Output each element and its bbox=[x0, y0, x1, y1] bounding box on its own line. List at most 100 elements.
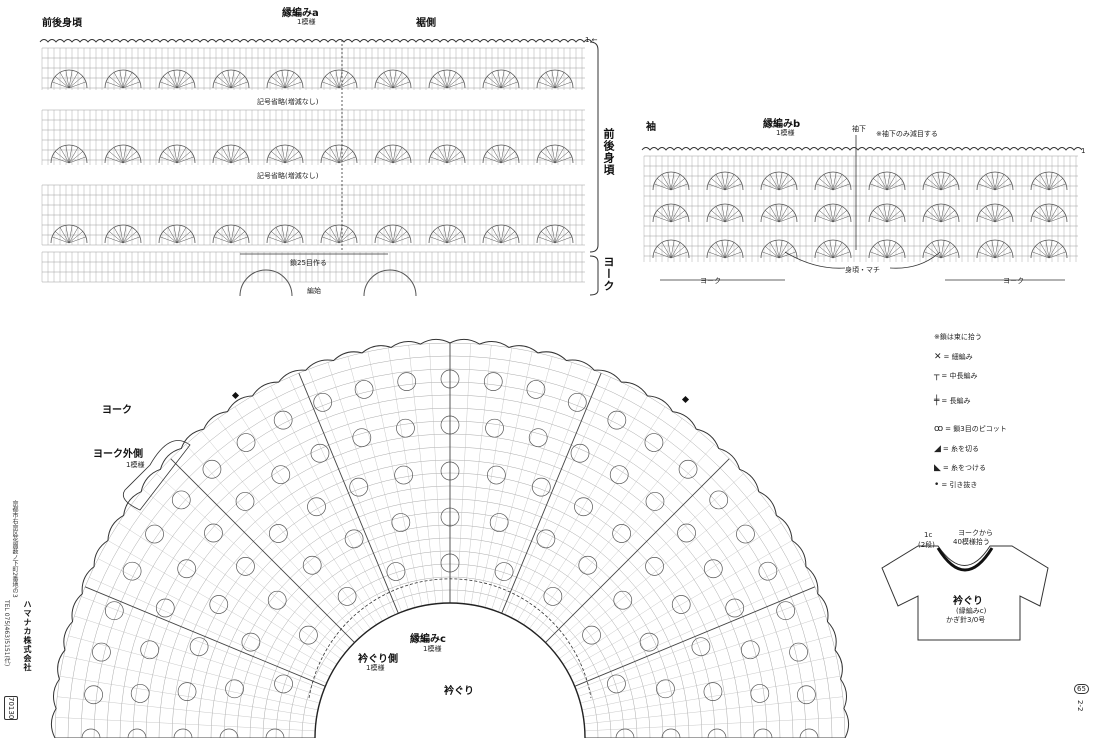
sleeve-row1-fan-ray bbox=[927, 178, 942, 191]
yoke-fan-motif bbox=[352, 428, 372, 448]
sleeve-row-marker: 1 bbox=[1081, 147, 1086, 155]
sleeve-row1-fan-ray bbox=[1045, 172, 1050, 191]
yoke-fan-motif bbox=[241, 632, 261, 652]
body-block2-fan-ray bbox=[176, 145, 181, 164]
publisher-address: 京都市右京区花園薮ノ下町2番地の3 bbox=[11, 500, 18, 598]
body-block3-fan bbox=[536, 224, 574, 244]
yoke-neck-edge bbox=[314, 602, 586, 738]
body-block3-fan-ray bbox=[379, 231, 394, 244]
body-block1-fan-ray bbox=[338, 72, 349, 89]
body-block2-fan-ray bbox=[545, 147, 556, 164]
sleeve-row1-fan bbox=[1030, 171, 1068, 191]
body-block1-fan-ray bbox=[484, 81, 502, 89]
yoke-fan-motif bbox=[740, 640, 760, 660]
sleeve-row3-fan-ray bbox=[670, 242, 681, 259]
body-block3-fan-ray bbox=[446, 236, 464, 244]
sleeve-row2-fan-ray bbox=[994, 210, 1009, 223]
sleeve-row2-fan-ray bbox=[816, 215, 834, 223]
sleeve-row1-fan-ray bbox=[1048, 183, 1066, 191]
sleeve-row2-fan-ray bbox=[991, 204, 996, 223]
yoke-fan-motif bbox=[750, 684, 770, 703]
body-block2-fan-ray bbox=[500, 147, 511, 164]
legend-note: ※鎖は束に拾う bbox=[934, 333, 982, 341]
body-block2-fan-ray bbox=[500, 151, 515, 164]
yoke-fan-motif bbox=[173, 728, 193, 738]
legend-label: = 糸を切る bbox=[942, 445, 980, 453]
body-block2-fan bbox=[482, 144, 520, 164]
sleeve-row2-fan-ray bbox=[708, 215, 726, 223]
sleeve-row3-fan-ray bbox=[924, 251, 942, 259]
body-block2-fan-ray bbox=[122, 151, 137, 164]
yoke-neck-center: 衿ぐり bbox=[444, 686, 474, 697]
body-block2-fan-ray bbox=[167, 147, 178, 164]
sleeve-row3-fan-ray bbox=[670, 240, 675, 259]
body-block3-fan-ray bbox=[329, 227, 340, 244]
yoke-stitch bbox=[252, 395, 383, 622]
body-block3-fan-ray bbox=[551, 225, 556, 244]
body-block1-fan-ray bbox=[443, 70, 448, 89]
sleeve-row1-fan-ray bbox=[711, 178, 726, 191]
body-block1-fan bbox=[158, 69, 196, 89]
body-block1-fan-ray bbox=[68, 81, 86, 89]
body-block1-fan-ray bbox=[122, 81, 140, 89]
legend-label: = 細編み bbox=[943, 353, 973, 361]
body-block1-fan-ray bbox=[227, 70, 232, 89]
yoke-stitch bbox=[484, 356, 553, 608]
yoke-panel-divider bbox=[84, 586, 326, 687]
sleeve-row1-fan-ray bbox=[670, 174, 681, 191]
body-block1-fan-ray bbox=[491, 72, 502, 89]
sleeve-row3-fan-ray bbox=[937, 240, 942, 259]
sleeve-row2-fan-ray bbox=[937, 204, 942, 223]
yoke-panel-divider bbox=[501, 372, 602, 614]
sleeve-row1-fan-ray bbox=[778, 172, 783, 191]
body-block3-fan-ray bbox=[338, 231, 353, 244]
body-block2-fan-ray bbox=[554, 145, 559, 164]
body-block3-fan-ray bbox=[176, 225, 181, 244]
legend-item: ꝏ= 鎖3目のピコット bbox=[934, 424, 1007, 434]
yoke-neck-side-repeat: 1模様 bbox=[366, 664, 385, 672]
yoke-stitch bbox=[55, 717, 316, 732]
sleeve-row1-fan-ray bbox=[886, 172, 891, 191]
sleeve-row3-fan-ray bbox=[832, 242, 843, 259]
body-block1-fan-ray bbox=[541, 76, 556, 89]
yoke-fan-motif bbox=[489, 513, 509, 532]
sleeve-row2-fan-ray bbox=[778, 204, 783, 223]
body-block2-fan bbox=[104, 144, 142, 164]
sleeve-row3-fan-ray bbox=[778, 240, 783, 259]
body-block1-fan-ray bbox=[554, 81, 572, 89]
body-block1-fan-ray bbox=[329, 72, 340, 89]
body-block1-fan-ray bbox=[392, 70, 397, 89]
body-block1-fan-ray bbox=[392, 76, 407, 89]
sleeve-row1-fan-ray bbox=[1039, 174, 1050, 191]
sleeve-row3-fan-ray bbox=[708, 251, 726, 259]
body-block3-fan-ray bbox=[65, 225, 70, 244]
sleeve-row3-fan-ray bbox=[940, 242, 951, 259]
sleeve-row2-fan-ray bbox=[1045, 204, 1050, 223]
sleeve-row2-fan-ray bbox=[985, 206, 996, 223]
sleeve-row3-fan-ray bbox=[940, 246, 955, 259]
neck-diagram-shirt bbox=[881, 545, 1049, 641]
body-block1-fan-ray bbox=[545, 72, 556, 89]
sleeve-row2-fan-ray bbox=[886, 204, 891, 223]
sleeve-row2-fan-ray bbox=[924, 215, 942, 223]
body-block2-fan-ray bbox=[437, 147, 448, 164]
sleeve-gusset-bracket bbox=[784, 251, 941, 269]
sleeve-row2-fan bbox=[706, 203, 744, 223]
legend-item: •= 引き抜き bbox=[934, 480, 977, 490]
sleeve-row2-fan-ray bbox=[670, 204, 675, 223]
sleeve-row2-fan-ray bbox=[819, 210, 834, 223]
sleeve-row1-fan-ray bbox=[1048, 178, 1063, 191]
sleeve-row1-fan-ray bbox=[778, 178, 793, 191]
sleeve-row3-fan-ray bbox=[927, 246, 942, 259]
yoke-stitch bbox=[327, 362, 409, 610]
yoke-fan-motif bbox=[578, 555, 598, 575]
body-block1-fan-ray bbox=[281, 70, 286, 89]
yoke-stitch bbox=[583, 676, 841, 718]
neck-title: 衿ぐり bbox=[953, 596, 983, 607]
body-block3-fan-ray bbox=[554, 225, 559, 244]
sleeve-row2-fan-ray bbox=[765, 210, 780, 223]
body-block2-fan-ray bbox=[68, 151, 83, 164]
yoke-fan-motif bbox=[313, 392, 333, 412]
body-block3-fan bbox=[266, 224, 304, 244]
